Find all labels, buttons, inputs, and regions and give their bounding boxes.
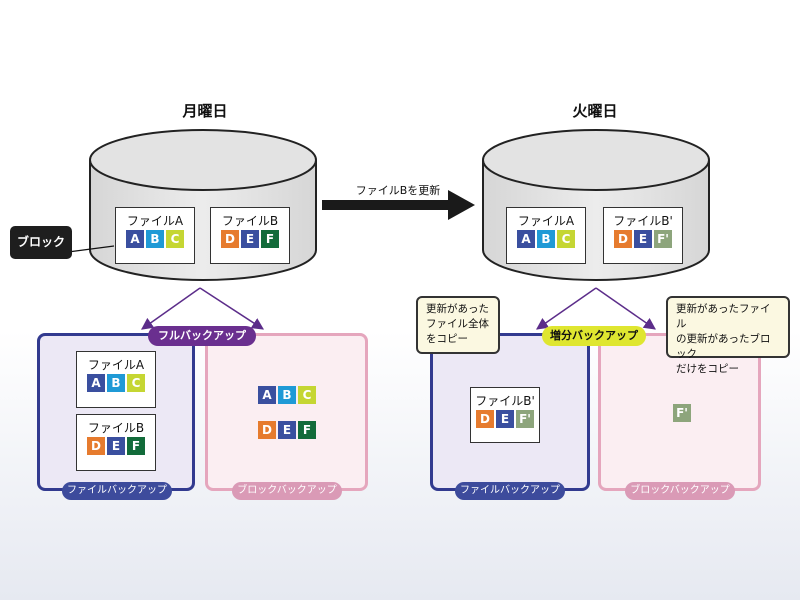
block-d: D <box>221 230 239 248</box>
incremental-block-backup-label: ブロックバックアップ <box>625 482 735 500</box>
block-e: E <box>241 230 259 248</box>
block-e: E <box>107 437 125 455</box>
block-f-prime: F' <box>516 410 534 428</box>
incremental-block-backup-panel: F' <box>598 333 761 491</box>
incremental-file-backup-panel: ファイルB' D E F' <box>430 333 590 491</box>
monday-heading: 月曜日 <box>182 102 228 120</box>
file-name: ファイルA <box>517 214 575 228</box>
block-callout-pointer <box>67 245 115 253</box>
callout-line: だけをコピー <box>676 363 739 375</box>
backup-file-b: ファイルB D E F <box>76 414 156 471</box>
block-e: E <box>634 230 652 248</box>
block-b: B <box>537 230 555 248</box>
block-f: F <box>298 421 316 439</box>
block-a: A <box>517 230 535 248</box>
tuesday-heading: 火曜日 <box>572 102 618 120</box>
block-row-abc: A B C <box>258 386 316 404</box>
callout-line: の更新があったブロック <box>676 333 771 360</box>
monday-file-b: ファイルB D E F <box>210 207 290 264</box>
block-b: B <box>146 230 164 248</box>
block-f-prime: F' <box>673 404 691 422</box>
block-e: E <box>278 421 296 439</box>
file-name: ファイルB' <box>475 394 535 408</box>
update-arrow-label: ファイルBを更新 <box>355 184 441 197</box>
callout-line: をコピー <box>426 333 468 345</box>
block-row-def: D E F <box>258 421 316 439</box>
full-backup-pill: フルバックアップ <box>148 326 256 346</box>
backup-file-b-prime: ファイルB' D E F' <box>470 387 540 443</box>
block-d: D <box>258 421 276 439</box>
file-name: ファイルB <box>87 421 145 435</box>
incremental-backup-connector <box>536 287 656 330</box>
block-e: E <box>496 410 514 428</box>
tuesday-file-b-prime: ファイルB' D E F' <box>603 207 683 264</box>
incremental-file-backup-label: ファイルバックアップ <box>455 482 565 500</box>
file-name: ファイルB' <box>613 214 673 228</box>
full-block-backup-label: ブロックバックアップ <box>232 482 342 500</box>
file-name: ファイルB <box>221 214 279 228</box>
file-name: ファイルA <box>87 358 145 372</box>
block-a: A <box>87 374 105 392</box>
file-name: ファイルA <box>126 214 184 228</box>
block-c: C <box>557 230 575 248</box>
block-b: B <box>278 386 296 404</box>
block-b: B <box>107 374 125 392</box>
block-f-prime: F' <box>654 230 672 248</box>
incremental-backup-pill: 増分バックアップ <box>542 326 646 346</box>
block-callout: ブロック <box>10 226 72 259</box>
block-copy-callout: 更新があったファイル の更新があったブロック だけをコピー <box>666 296 790 375</box>
block-c: C <box>298 386 316 404</box>
block-f: F <box>127 437 145 455</box>
backup-file-a: ファイルA A B C <box>76 351 156 408</box>
full-backup-connector <box>141 287 265 330</box>
callout-line: 更新があった <box>426 303 489 315</box>
block-d: D <box>87 437 105 455</box>
block-c: C <box>166 230 184 248</box>
callout-line: ファイル全体 <box>426 318 489 330</box>
full-file-backup-panel: ファイルA A B C ファイルB D E F <box>37 333 195 491</box>
file-copy-callout: 更新があった ファイル全体 をコピー <box>416 296 500 354</box>
tuesday-file-a: ファイルA A B C <box>506 207 586 264</box>
full-block-backup-panel: A B C D E F <box>205 333 368 491</box>
block-d: D <box>614 230 632 248</box>
update-arrow <box>322 190 475 220</box>
callout-line: 更新があったファイル <box>676 303 771 330</box>
monday-file-a: ファイルA A B C <box>115 207 195 264</box>
block-f: F <box>261 230 279 248</box>
block-a: A <box>126 230 144 248</box>
block-d: D <box>476 410 494 428</box>
block-a: A <box>258 386 276 404</box>
block-c: C <box>127 374 145 392</box>
full-file-backup-label: ファイルバックアップ <box>62 482 172 500</box>
